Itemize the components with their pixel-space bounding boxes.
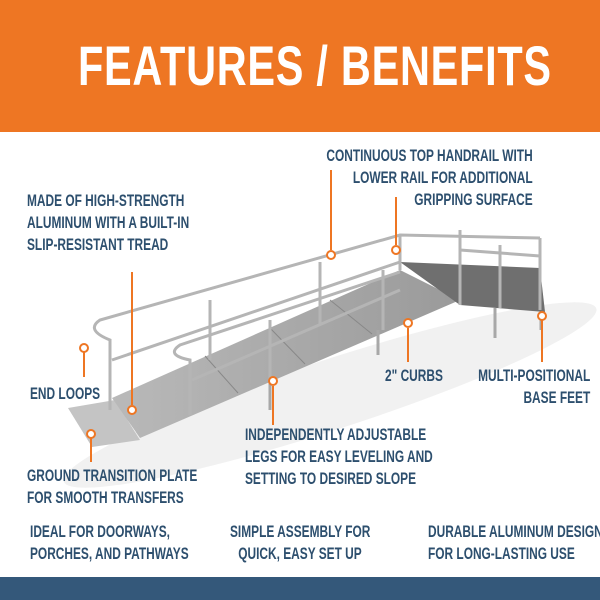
- landing-platform: [400, 262, 545, 312]
- footer-bar: [0, 577, 600, 600]
- ramp-deck: [112, 270, 460, 438]
- callout-legs: INDEPENDENTLY ADJUSTABLE LEGS FOR EASY L…: [245, 425, 433, 488]
- benefit-durable: DURABLE ALUMINUM DESIGN FOR LONG-LASTING…: [428, 522, 600, 563]
- callout-handrail: CONTINUOUS TOP HANDRAIL WITH LOWER RAIL …: [326, 146, 533, 209]
- header-banner: FEATURES / BENEFITS: [0, 0, 600, 132]
- callout-end-loops: END LOOPS: [30, 384, 101, 403]
- callout-base-feet: MULTI-POSITIONAL BASE FEET: [477, 366, 590, 407]
- callout-aluminum: MADE OF HIGH-STRENGTH ALUMINUM WITH A BU…: [27, 191, 190, 254]
- page-title: FEATURES / BENEFITS: [78, 34, 552, 97]
- benefit-assembly: SIMPLE ASSEMBLY FOR QUICK, EASY SET UP: [230, 522, 371, 563]
- callout-transition-plate: GROUND TRANSITION PLATE FOR SMOOTH TRANS…: [27, 466, 198, 507]
- callout-curbs: 2" CURBS: [385, 366, 443, 385]
- benefit-doorways: IDEAL FOR DOORWAYS, PORCHES, AND PATHWAY…: [30, 522, 189, 563]
